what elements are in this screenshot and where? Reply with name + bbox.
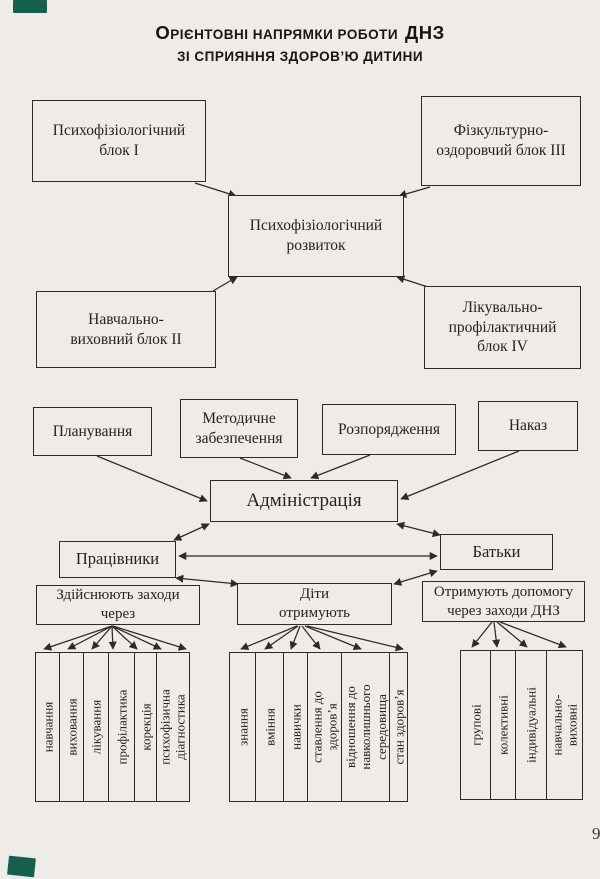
arrow-line [173, 523, 210, 541]
arrow-line [492, 621, 501, 648]
scan-mark-top-left [13, 0, 47, 13]
column-label: лікування [88, 699, 104, 755]
column-label: навчально- виховні [549, 694, 580, 756]
arrow-line [91, 625, 113, 650]
column-item: ставлення до здоров’я [307, 653, 341, 801]
box-order: Наказ [478, 401, 578, 451]
arrow-line [264, 625, 299, 650]
block-development-center: Психофізіологічний розвиток [228, 195, 404, 277]
arrow-line [304, 625, 362, 650]
column-label: групові [467, 704, 483, 746]
arrow-line [301, 625, 321, 650]
arrow-line [396, 521, 441, 538]
arrow-line [67, 625, 113, 650]
column-item: психофізична діагностика [156, 653, 189, 801]
column-label: навички [287, 704, 303, 750]
staff-measures-fan [43, 625, 187, 651]
column-item: навчально- виховні [546, 651, 582, 799]
column-item: навички [283, 653, 307, 801]
column-item: вміння [255, 653, 283, 801]
block-psychophysiological-1: Психофізіологічний блок I [32, 100, 206, 182]
children-receive-columns: знання вміння навички ставлення до здоро… [229, 652, 408, 802]
arrow-line [471, 621, 493, 648]
staff-measures-columns: навчання виховання лікування профілактик… [35, 652, 190, 802]
block-physical-health-3: Фізкультурно- оздоровчий блок III [421, 96, 581, 186]
title-main: РІЄНТОВНІ НАПРЯМКИ РОБОТИ [170, 27, 399, 42]
arrow-line [108, 625, 117, 650]
column-item: корекція [134, 653, 156, 801]
arrow-line [112, 625, 187, 651]
help-measures-columns: групові колективні індивідуальні навчаль… [460, 650, 583, 800]
column-item: профілактика [108, 653, 134, 801]
box-parents: Батьки [440, 534, 553, 570]
column-item: колективні [490, 651, 515, 799]
column-item: індивідуальні [515, 651, 546, 799]
column-item: відношення до навколишнього середовища [341, 653, 389, 801]
arrow-line [496, 621, 528, 648]
column-label: виховання [63, 698, 79, 756]
arrow-line [43, 625, 113, 651]
column-item: групові [461, 651, 490, 799]
scan-mark-bottom-left [7, 855, 36, 878]
page-number: 9 [592, 824, 600, 843]
arrow-line [111, 625, 162, 650]
title-line-1: ОРІЄНТОВНІ НАПРЯМКИ РОБОТИ ДНЗ [0, 22, 600, 43]
arrow-line [400, 450, 520, 501]
box-planning: Планування [33, 407, 152, 456]
arrow-line [96, 455, 208, 502]
arrow-line [499, 621, 567, 649]
arrow-line [239, 457, 292, 480]
column-item: знання [230, 653, 255, 801]
box-staff: Працівники [59, 541, 176, 578]
arrow-line [310, 454, 371, 480]
title-line-2: ЗІ СПРИЯННЯ ЗДОРОВ’Ю ДИТИНИ [176, 48, 424, 64]
children-fan [240, 625, 404, 652]
column-label: стан здоров’я [390, 689, 406, 765]
column-label: профілактика [113, 689, 129, 765]
column-label: навчання [39, 701, 55, 753]
header-staff-measures: Здійснюють заходи через [36, 585, 200, 625]
arrow-line [111, 625, 138, 650]
column-label: ставлення до здоров’я [309, 691, 340, 763]
column-label: корекція [137, 703, 153, 751]
title-lead-cap: О [155, 22, 171, 43]
box-directive: Розпорядження [322, 404, 456, 455]
block-educational-2: Навчально- виховний блок II [36, 291, 216, 368]
arrow-line [240, 625, 298, 650]
column-item: лікування [83, 653, 108, 801]
column-item: стан здоров’я [389, 653, 407, 801]
arrow-line [289, 625, 301, 650]
column-label: відношення до навколишнього середовища [342, 684, 389, 770]
column-label: колективні [495, 695, 511, 755]
column-label: вміння [261, 708, 277, 746]
header-children-receive: Діти отримують [237, 583, 392, 625]
arrow-line [306, 625, 404, 652]
arrow-line [175, 574, 239, 588]
title-abbr: ДНЗ [405, 22, 445, 43]
column-item: виховання [59, 653, 83, 801]
arrow-line [212, 276, 238, 292]
column-label: індивідуальні [523, 687, 539, 763]
column-label: знання [234, 708, 250, 746]
column-label: психофізична діагностика [157, 689, 188, 765]
box-methodical-support: Методичне забезпечення [180, 399, 298, 458]
header-help-measures: Отримують допомогу через заходи ДНЗ [422, 581, 585, 622]
help-fan [471, 621, 567, 649]
page-title: ОРІЄНТОВНІ НАПРЯМКИ РОБОТИ ДНЗ ЗІ СПРИЯНН… [0, 22, 600, 64]
column-item: навчання [36, 653, 59, 801]
box-administration: Адміністрація [210, 480, 398, 522]
block-medical-preventive-4: Лікувально- профілактичний блок IV [424, 286, 581, 369]
